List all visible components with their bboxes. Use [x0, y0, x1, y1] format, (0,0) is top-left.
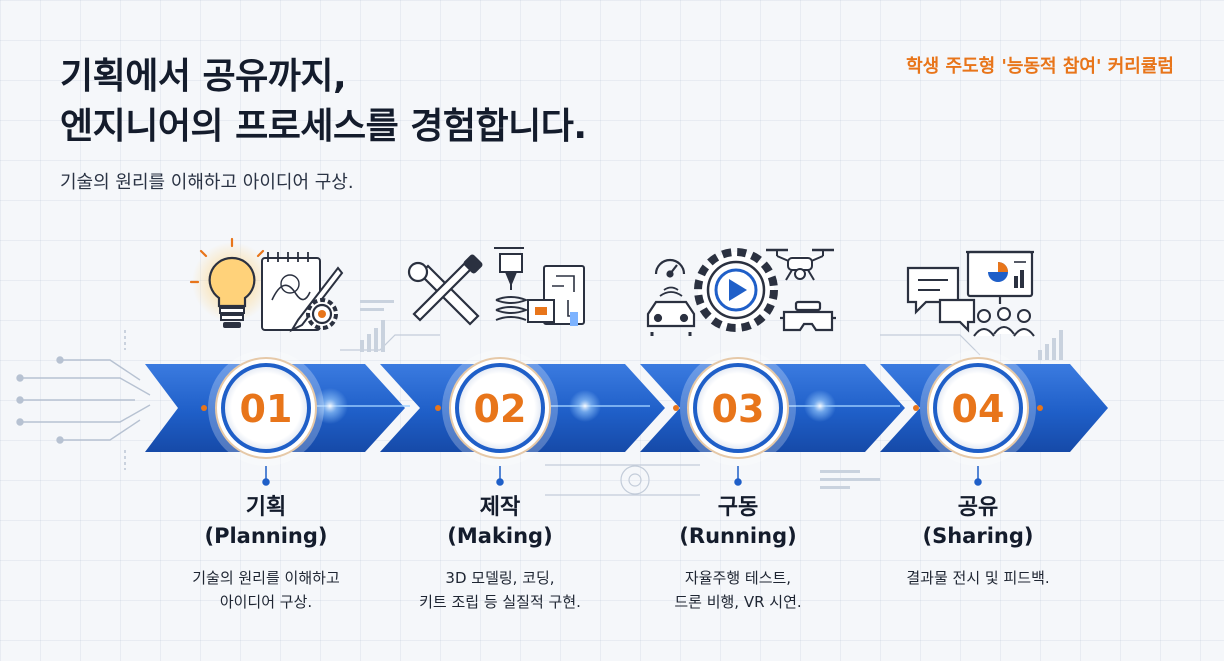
presentation-board-icon — [966, 250, 1034, 304]
page-title: 기획에서 공유까지, 엔지니어의 프로세스를 경험합니다. — [60, 52, 587, 152]
step-1-description: 기술의 원리를 이해하고 아이디어 구상. — [136, 566, 396, 614]
step-2-title-ko: 제작 — [479, 495, 521, 520]
chat-bubbles-icon — [906, 266, 976, 333]
step-2-title-en: (Making) — [447, 524, 553, 548]
step-3-title-ko: 구동 — [717, 495, 759, 520]
step-4-desc-line-1: 결과물 전시 및 피드백. — [906, 569, 1050, 587]
step-3-description: 자율주행 테스트, 드론 비행, VR 시연. — [608, 566, 868, 614]
step-circle-4: 04 — [920, 350, 1036, 466]
step-2-desc-line-1: 3D 모델링, 코딩, — [445, 569, 555, 587]
play-gear-icon — [694, 248, 778, 332]
blueprint-decoration — [340, 334, 981, 496]
connector-lines — [201, 405, 1043, 486]
curriculum-badge: 학생 주도형 '능동적 참여' 커리큘럼 — [906, 56, 1174, 77]
step-number-4: 04 — [952, 387, 1005, 431]
step-1-title: 기획 (Planning) — [146, 494, 386, 550]
circuit-decoration-left — [16, 330, 151, 470]
audience-icon — [973, 307, 1035, 337]
step-3-title: 구동 (Running) — [618, 494, 858, 550]
bar-chart-decoration — [360, 300, 1063, 489]
page-title-line-2: 엔지니어의 프로세스를 경험합니다. — [60, 106, 587, 147]
page-subtitle: 기술의 원리를 이해하고 아이디어 구상. — [60, 172, 354, 193]
gauge-icon — [654, 258, 686, 278]
step-3-desc-line-1: 자율주행 테스트, — [684, 569, 792, 587]
step-2-title: 제작 (Making) — [380, 494, 620, 550]
step-number-2: 02 — [474, 387, 527, 431]
step-1-title-ko: 기획 — [245, 495, 287, 520]
step-1-title-en: (Planning) — [204, 524, 328, 548]
step-4-title-ko: 공유 — [957, 495, 999, 520]
step-3-desc-line-2: 드론 비행, VR 시연. — [674, 593, 802, 611]
vr-headset-icon — [780, 300, 836, 332]
step-number-3: 03 — [712, 387, 765, 431]
step-4-title-en: (Sharing) — [922, 524, 1034, 548]
page-title-line-1: 기획에서 공유까지, — [60, 56, 347, 97]
step-number-1: 01 — [240, 387, 293, 431]
gear-icon — [306, 298, 338, 330]
circuit-board-icon — [527, 265, 585, 326]
sketch-notepad-icon — [261, 252, 344, 333]
wrench-screwdriver-icon — [407, 254, 483, 326]
step-3-title-en: (Running) — [679, 524, 797, 548]
step-circle-3: 03 — [680, 350, 796, 466]
step-4-title: 공유 (Sharing) — [858, 494, 1098, 550]
step-2-description: 3D 모델링, 코딩, 키트 조립 등 실질적 구현. — [370, 566, 630, 614]
drone-icon — [766, 248, 834, 281]
step-1-desc-line-1: 기술의 원리를 이해하고 — [192, 569, 340, 587]
step-2-desc-line-2: 키트 조립 등 실질적 구현. — [419, 593, 581, 611]
lightbulb-icon — [189, 237, 275, 328]
step-circle-2: 02 — [442, 350, 558, 466]
3d-printer-icon — [494, 247, 529, 321]
car-icon — [646, 286, 696, 336]
step-circle-1: 01 — [208, 350, 324, 466]
step-1-desc-line-2: 아이디어 구상. — [219, 593, 313, 611]
step-4-description: 결과물 전시 및 피드백. — [848, 566, 1108, 590]
